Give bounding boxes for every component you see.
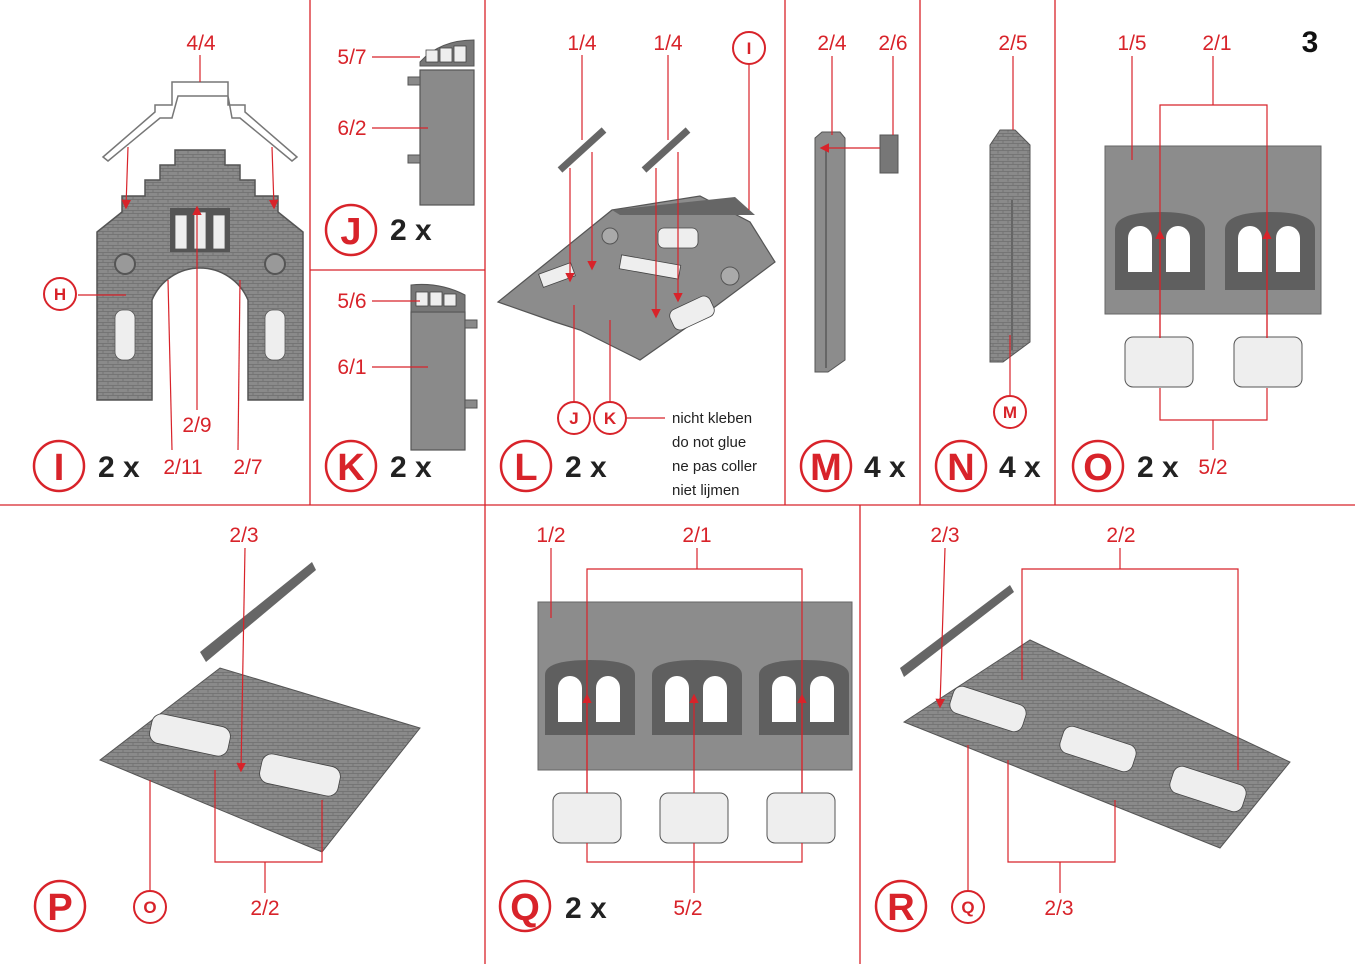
ref-badge: K	[604, 409, 617, 428]
glue-note: do not glue	[672, 434, 746, 451]
glue-note: ne pas coller	[672, 458, 757, 475]
part-label: 1/5	[1117, 32, 1146, 55]
ref-badge: J	[569, 409, 578, 428]
part-label: 2/5	[998, 32, 1027, 55]
step-r: 2/3 2/2 2/3 Q R	[876, 524, 1290, 931]
part-label: 2/2	[1106, 524, 1135, 547]
step-l: 1/4 1/4 I J K nicht kleben do not glue n…	[498, 32, 775, 499]
gable-crown-part	[103, 82, 297, 161]
step-p: 2/3 2/2 O P	[35, 524, 420, 931]
part-label: 6/1	[337, 356, 366, 379]
part-label: 5/7	[337, 46, 366, 69]
step-k: 5/6 6/1 K 2 x	[326, 284, 477, 491]
part-label: 5/2	[673, 897, 702, 920]
step-letter: M	[810, 447, 842, 489]
step-letter: P	[47, 887, 72, 929]
step-count: 4 x	[864, 451, 906, 484]
part-label: 2/1	[682, 524, 711, 547]
ref-badge: H	[54, 285, 66, 304]
part-label: 4/4	[186, 32, 216, 55]
step-letter: Q	[510, 887, 540, 929]
ref-badge: O	[143, 898, 156, 917]
step-letter: R	[887, 887, 914, 929]
part-label: 1/4	[567, 32, 597, 55]
window-insert	[1125, 337, 1302, 387]
step-o: 1/5 2/1 5/2 O 2 x	[1073, 32, 1321, 491]
step-count: 2 x	[565, 892, 607, 925]
glue-note: nicht kleben	[672, 410, 752, 427]
ref-badge: Q	[961, 898, 974, 917]
glue-note: niet lijmen	[672, 482, 740, 499]
part-label: 5/6	[337, 290, 366, 313]
step-letter: L	[514, 447, 537, 489]
page-number: 3	[1302, 26, 1319, 59]
step-n: 2/5 M N 4 x	[936, 32, 1041, 491]
gable-wall-part	[97, 150, 303, 400]
part-label: 2/7	[233, 456, 262, 479]
ref-badge: M	[1003, 403, 1017, 422]
part-label: 2/3	[930, 524, 959, 547]
part-label: 2/2	[250, 897, 279, 920]
step-letter: J	[340, 211, 361, 253]
step-q: 1/2 2/1 5/2 Q 2 x	[500, 524, 852, 931]
step-count: 2 x	[390, 214, 432, 247]
step-count: 2 x	[390, 451, 432, 484]
part-label: 2/9	[182, 414, 211, 437]
step-letter: K	[337, 447, 365, 489]
part-label: 5/2	[1198, 456, 1227, 479]
part-label: 1/4	[653, 32, 683, 55]
part-label: 2/1	[1202, 32, 1231, 55]
part-label: 2/4	[817, 32, 847, 55]
step-m: 2/4 2/6 M 4 x	[801, 32, 908, 491]
step-count: 2 x	[98, 451, 140, 484]
ref-badge: I	[747, 39, 752, 58]
step-count: 4 x	[999, 451, 1041, 484]
part-label: 6/2	[337, 117, 366, 140]
step-count: 2 x	[565, 451, 607, 484]
part-label: 1/2	[536, 524, 565, 547]
step-count: 2 x	[1137, 451, 1179, 484]
step-j: 5/7 6/2 J 2 x	[326, 40, 474, 255]
step-letter: I	[54, 447, 65, 489]
part-label: 2/3	[229, 524, 258, 547]
part-label: 2/3	[1044, 897, 1073, 920]
step-letter: O	[1083, 447, 1113, 489]
step-i: 4/4 2/9 2/11 2/7 H I 2 x	[34, 32, 303, 491]
step-letter: N	[947, 447, 974, 489]
part-label: 2/11	[163, 456, 202, 479]
part-label: 2/6	[878, 32, 907, 55]
